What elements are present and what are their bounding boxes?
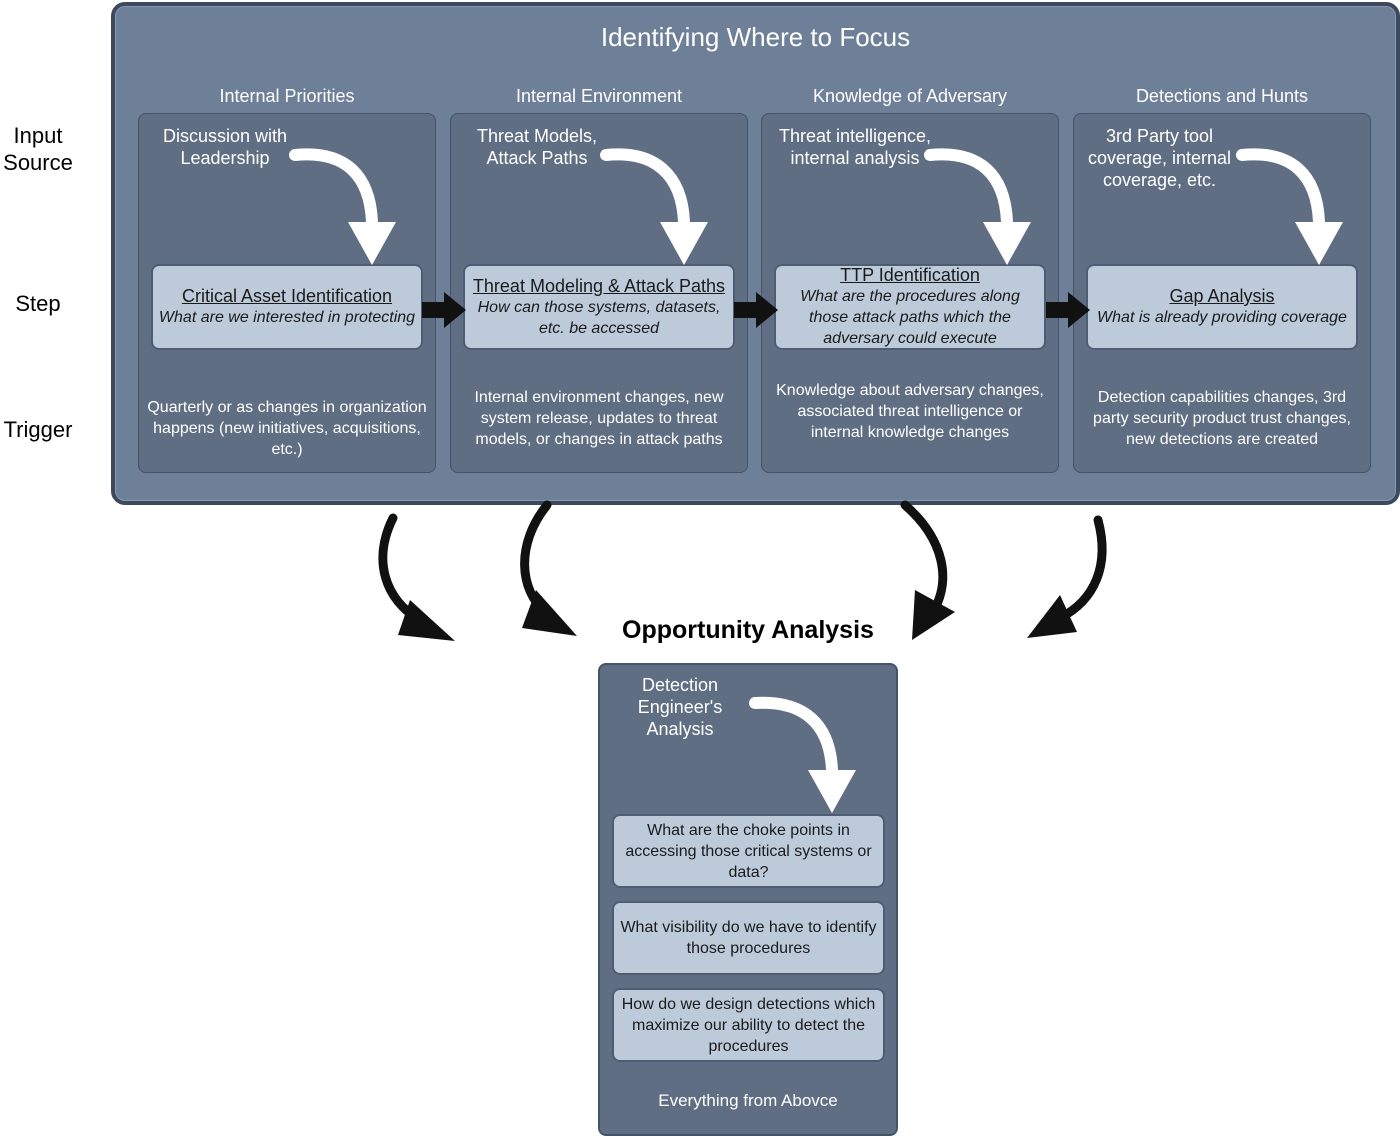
column-header-detections-and-hunts: Detections and Hunts [1135, 86, 1309, 106]
step-description: What are we interested in protecting [158, 309, 416, 326]
curved-arrow-icon [1027, 515, 1107, 638]
input-source-text: 3rd Party tool coverage, internal covera… [1087, 126, 1232, 190]
row-label-input-source: Input Source [3, 123, 73, 175]
opportunity-input-text: Detection Engineer's Analysis [637, 675, 723, 739]
focus-title: Identifying Where to Focus [600, 22, 911, 52]
question-text: What are the choke points in accessing t… [625, 821, 872, 881]
step-threat-modeling: Threat Modeling & Attack Paths How can t… [463, 264, 735, 350]
step-description: How can those systems, datasets, etc. be… [477, 298, 721, 337]
question-choke-points: What are the choke points in accessing t… [612, 814, 885, 888]
opportunity-analysis-title: Opportunity Analysis [622, 616, 874, 644]
step-title: Threat Modeling & Attack Paths [472, 275, 726, 296]
column-header-internal-environment: Internal Environment [515, 86, 683, 106]
question-visibility: What visibility do we have to identify t… [612, 901, 885, 975]
row-label-step: Step [15, 291, 61, 316]
row-label-trigger: Trigger [3, 417, 73, 442]
trigger-text: Quarterly or as changes in organization … [147, 399, 427, 458]
input-source-text: Threat intelligence, internal analysis [778, 126, 932, 168]
question-text: How do we design detections which maximi… [621, 995, 876, 1055]
trigger-text: Knowledge about adversary changes, assoc… [776, 382, 1044, 441]
step-title: Critical Asset Identification [181, 286, 393, 306]
step-gap-analysis: Gap Analysis What is already providing c… [1086, 264, 1358, 350]
trigger-text: Internal environment changes, new system… [474, 389, 724, 448]
step-critical-asset-identification: Critical Asset Identification What are w… [151, 264, 423, 350]
column-header-internal-priorities: Internal Priorities [219, 86, 355, 106]
question-text: What visibility do we have to identify t… [620, 919, 877, 957]
trigger-text: Detection capabilities changes, 3rd part… [1093, 389, 1351, 448]
step-title: Gap Analysis [1169, 286, 1275, 306]
step-title: TTP Identification [840, 265, 980, 285]
input-source-text: Discussion with Leadership [162, 126, 288, 168]
step-description: What are the procedures along those atta… [800, 288, 1020, 347]
curved-arrow-icon [378, 513, 455, 641]
step-description: What is already providing coverage [1097, 309, 1347, 326]
step-ttp-identification: TTP Identification What are the procedur… [774, 264, 1046, 350]
question-design-detections: How do we design detections which maximi… [612, 988, 885, 1062]
column-header-knowledge-of-adversary: Knowledge of Adversary [812, 86, 1008, 106]
opportunity-footer-text: Everything from Abovce [658, 1091, 838, 1110]
input-source-text: Threat Models, Attack Paths [476, 126, 598, 168]
